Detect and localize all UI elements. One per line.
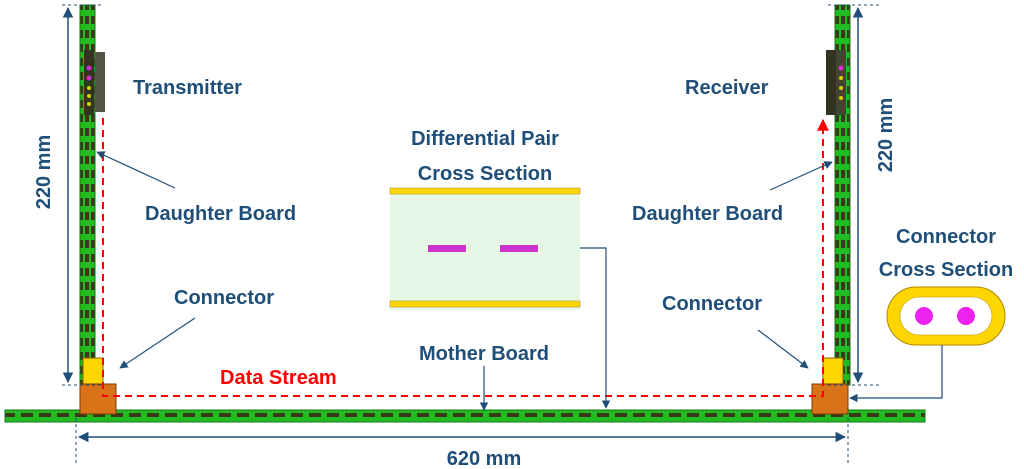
- daughter-board-label-right: Daughter Board: [632, 203, 783, 225]
- mother-board: [4, 409, 926, 423]
- trace-right: [500, 245, 538, 252]
- mother-board-label: Mother Board: [419, 343, 549, 365]
- right-connector: [811, 357, 849, 415]
- receiver-chip: [826, 50, 836, 115]
- data-stream-path: [102, 118, 829, 397]
- width-label: 620 mm: [447, 448, 522, 469]
- connector-label-left: Connector: [174, 287, 274, 309]
- connector-cs-title-line2: Cross Section: [879, 259, 1013, 281]
- transmitter-chip: [84, 50, 94, 115]
- data-stream-label: Data Stream: [220, 367, 337, 389]
- trace-left: [428, 245, 466, 252]
- height-left-label: 220 mm: [33, 135, 55, 210]
- left-connector: [79, 357, 117, 415]
- daughter-board-label-left: Daughter Board: [145, 203, 296, 225]
- height-right-label: 220 mm: [875, 98, 897, 173]
- connector-cs-title-line1: Connector: [896, 226, 996, 248]
- right-daughter-board: [826, 4, 851, 386]
- connector-cross-section: [886, 286, 1006, 346]
- dimension-lines: [62, 4, 880, 466]
- receiver-label: Receiver: [685, 77, 769, 99]
- connector-label-right: Connector: [662, 293, 762, 315]
- pointer-arrows: [96, 151, 833, 411]
- diff-pair-title-line2: Cross Section: [418, 163, 552, 185]
- transmitter-label: Transmitter: [133, 77, 242, 99]
- left-daughter-board: [79, 4, 105, 386]
- diff-pair-title-line1: Differential Pair: [411, 128, 559, 150]
- differential-pair-cross-section: [389, 187, 581, 310]
